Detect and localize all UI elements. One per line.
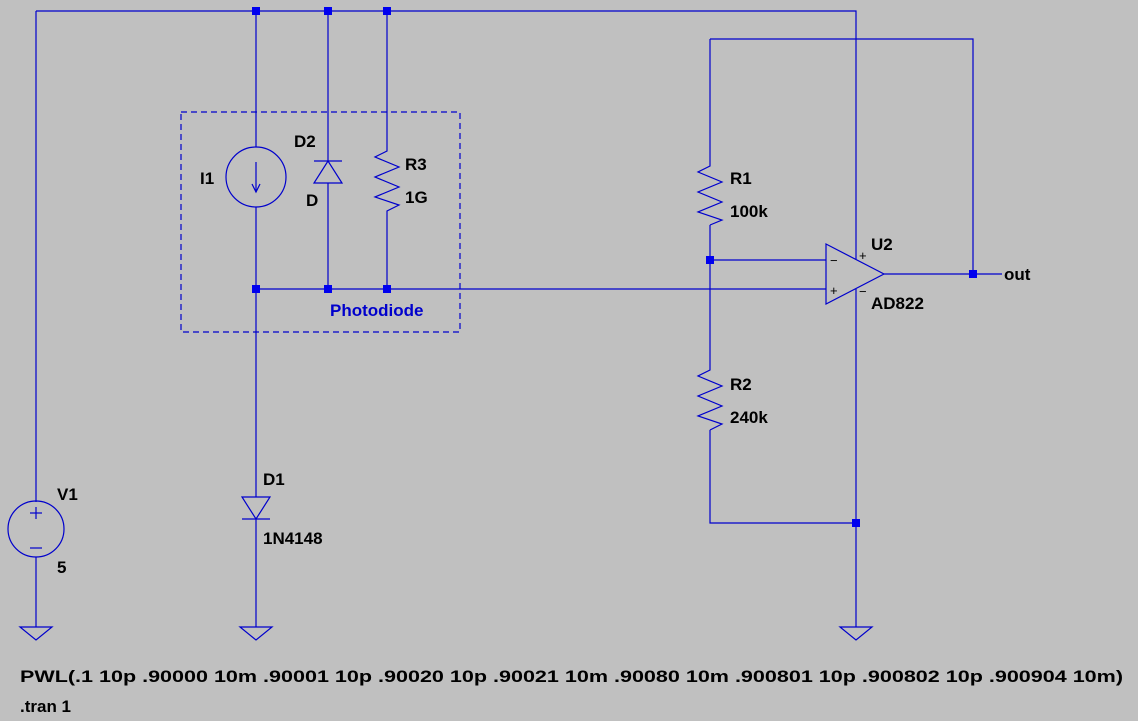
pwl-directive[interactable]: PWL(.1 10p .90000 10m .90001 10p .90020 … — [20, 667, 1123, 686]
net-label-out: out — [1004, 265, 1031, 284]
r3-value-label: 1G — [405, 188, 428, 207]
opamp-vplus-pin-label: + — [859, 248, 867, 263]
i1-name-label: I1 — [200, 169, 214, 188]
r2-name-label: R2 — [730, 375, 752, 394]
ground-symbol-v1 — [18, 626, 54, 641]
opamp-u2[interactable]: − + + − — [825, 243, 886, 305]
d1-model-label: 1N4148 — [263, 529, 323, 548]
u2-model-label: AD822 — [871, 294, 924, 313]
diode-d2[interactable] — [312, 143, 344, 189]
r1-value-label: 100k — [730, 202, 768, 221]
ground-symbol-d1 — [238, 626, 274, 641]
tran-directive[interactable]: .tran 1 — [20, 697, 71, 716]
u2-name-label: U2 — [871, 235, 893, 254]
opamp-vminus-pin-label: − — [859, 284, 867, 299]
wires — [35, 10, 1002, 627]
photodiode-group-box — [180, 111, 461, 333]
r3-name-label: R3 — [405, 155, 427, 174]
d2-model-label: D — [306, 191, 318, 210]
opamp-minus-pin-label: − — [830, 253, 838, 268]
voltage-source-v1[interactable] — [7, 497, 65, 558]
resistor-r2[interactable] — [696, 362, 724, 431]
d2-name-label: D2 — [294, 132, 316, 151]
diode-d1[interactable] — [240, 496, 272, 523]
r1-name-label: R1 — [730, 169, 752, 188]
v1-name-label: V1 — [57, 485, 78, 504]
resistor-r1[interactable] — [696, 160, 724, 226]
resistor-r3[interactable] — [373, 143, 401, 215]
d1-name-label: D1 — [263, 470, 285, 489]
r2-value-label: 240k — [730, 408, 768, 427]
v1-value-label: 5 — [57, 558, 66, 577]
ground-symbol-u2 — [838, 626, 874, 641]
opamp-plus-pin-label: + — [830, 283, 838, 298]
junctions — [252, 7, 977, 527]
current-source-i1[interactable] — [225, 146, 287, 208]
photodiode-group-label: Photodiode — [330, 301, 423, 320]
